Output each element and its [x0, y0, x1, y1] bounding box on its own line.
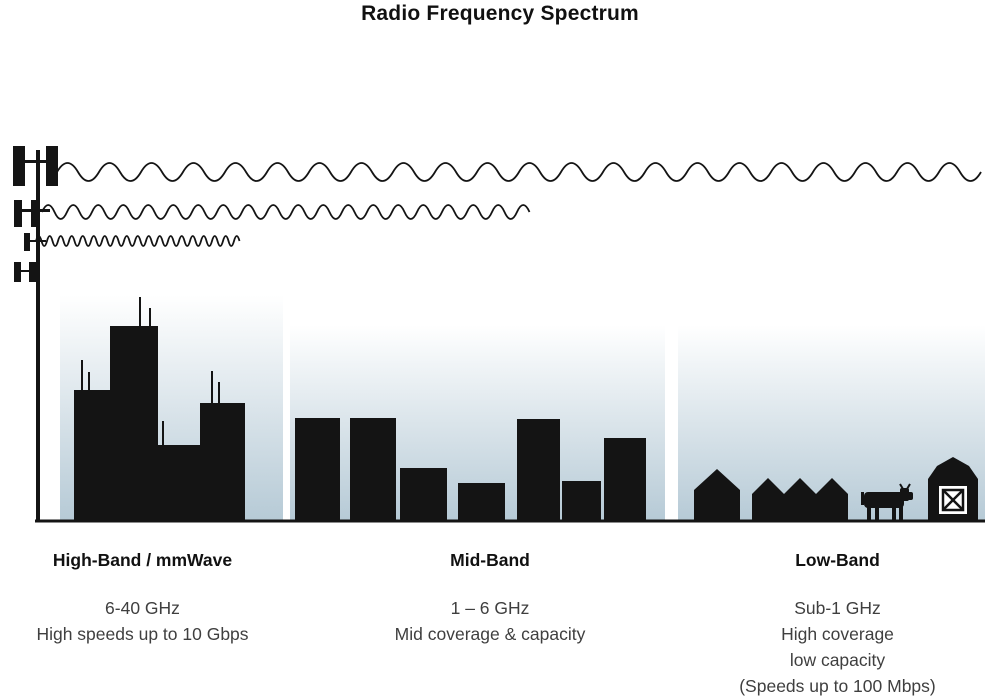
- band-label-high: High-Band / mmWave 6-40 GHz High speeds …: [15, 550, 270, 647]
- suburb-skyline: [295, 418, 646, 521]
- house-icon: [694, 469, 740, 521]
- band-detail-line: Sub-1 GHz: [794, 598, 881, 618]
- house-icon: [752, 478, 784, 521]
- band-heading: High-Band / mmWave: [52, 550, 233, 570]
- short-wavelength-wave: [35, 235, 241, 247]
- mid-wavelength-wave: [41, 204, 531, 220]
- diagram-title: Radio Frequency Spectrum: [361, 2, 639, 25]
- band-detail-line: High coverage: [781, 624, 894, 644]
- rural-scene: [694, 457, 978, 521]
- band-detail-line: Mid coverage & capacity: [394, 624, 586, 644]
- cow-icon: [861, 483, 913, 520]
- radio-waves: [35, 162, 982, 247]
- band-detail-line: low capacity: [789, 650, 886, 670]
- band-detail-line: (Speeds up to 100 Mbps): [739, 676, 936, 696]
- cell-tower-icon: [13, 146, 58, 521]
- city-skyline: [74, 297, 245, 521]
- house-icon: [816, 478, 848, 521]
- band-detail-line: 6-40 GHz: [105, 598, 180, 618]
- barn-icon: [928, 457, 978, 521]
- band-label-mid: Mid-Band 1 – 6 GHz Mid coverage & capaci…: [353, 550, 627, 647]
- long-wavelength-wave: [56, 162, 982, 182]
- band-detail-line: 1 – 6 GHz: [450, 598, 530, 618]
- band-heading: Low-Band: [795, 550, 880, 570]
- band-heading: Mid-Band: [450, 550, 530, 570]
- band-detail-line: High speeds up to 10 Gbps: [36, 624, 249, 644]
- rooftop-antennas: [81, 297, 220, 447]
- band-label-low: Low-Band Sub-1 GHz High coverage low cap…: [695, 550, 980, 699]
- house-icon: [784, 478, 816, 521]
